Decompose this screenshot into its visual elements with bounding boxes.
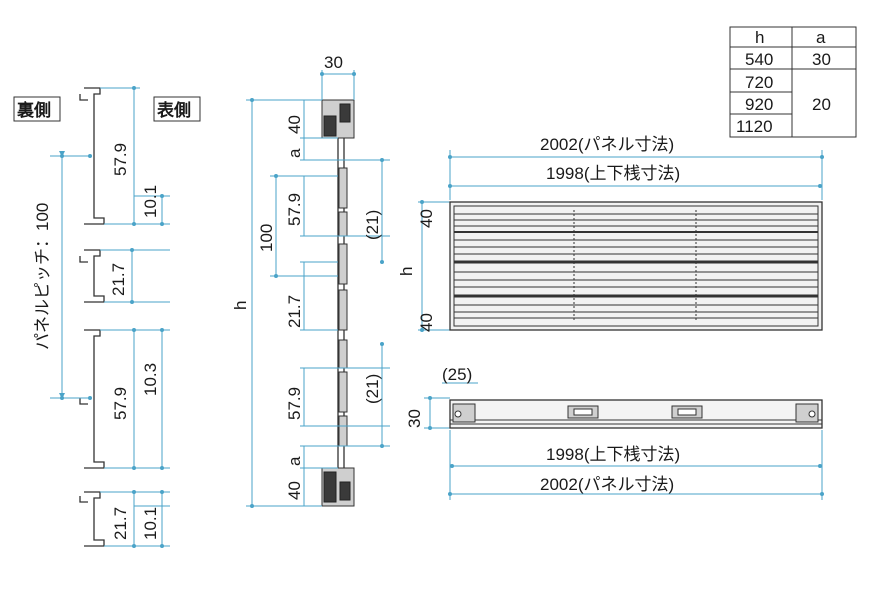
front-panel-width: 2002(パネル寸法) — [540, 135, 674, 154]
table-header-h: h — [755, 28, 764, 47]
side-pitch: 100 — [257, 224, 276, 252]
front-height: h — [397, 267, 416, 276]
front-rail-width: 1998(上下桟寸法) — [546, 164, 680, 183]
bottom-frame-channel — [323, 471, 337, 503]
back-side-label: 裏側 — [16, 100, 51, 121]
side-blades — [338, 167, 348, 447]
dim-bottom-right: 10.1 — [141, 507, 160, 540]
plan-offset: (25) — [442, 365, 472, 384]
top-frame-channel — [323, 115, 337, 137]
table-h-540: 540 — [745, 50, 773, 69]
louver-profile-3 — [84, 329, 105, 469]
plan-dimension-dots — [428, 396, 824, 496]
side-a-top: a — [285, 148, 304, 158]
table-h-720: 720 — [745, 73, 773, 92]
size-table: h a 540 720 920 1120 30 20 — [729, 26, 857, 138]
plan-view: (25) 30 1998(上下桟寸法) 2002(パネル寸法) — [405, 365, 824, 500]
profile-dimension-dots — [60, 86, 164, 548]
front-panel-outline — [449, 201, 823, 331]
louver-lip-4 — [79, 496, 88, 503]
side-bottom-frame: 40 — [285, 481, 304, 500]
side-upper-gap: (21) — [363, 210, 382, 240]
table-h-1120: 1120 — [736, 117, 773, 136]
front-bottom-frame: 40 — [417, 313, 436, 332]
louver-profile-4 — [84, 491, 105, 547]
front-hidden-lines — [573, 210, 697, 322]
side-width: 30 — [324, 53, 343, 72]
back-side-label-box — [13, 96, 61, 122]
dim-mid-right: 10.3 — [141, 363, 160, 396]
profile-section: 裏側 表側 — [13, 86, 201, 548]
front-side-label-box — [153, 96, 201, 122]
table-h-920: 920 — [745, 95, 773, 114]
front-top-frame: 40 — [417, 209, 436, 228]
front-panel-inner — [453, 205, 819, 327]
dim-gap-2: 21.7 — [111, 507, 130, 540]
louver-lip-3 — [79, 398, 88, 405]
side-section: 30 40 a 100 57.9 (21) 21.7 57.9 (21) a 4… — [231, 53, 390, 508]
front-dimension-lines — [418, 150, 823, 331]
side-lower-gap: (21) — [363, 374, 382, 404]
dim-gap-1: 21.7 — [109, 263, 128, 296]
side-height: h — [231, 301, 250, 310]
side-gap: 21.7 — [285, 295, 304, 328]
louver-lip-2 — [79, 256, 88, 263]
plan-left-bracket — [452, 403, 476, 423]
louver-profile-2 — [84, 249, 105, 303]
front-slats — [454, 213, 818, 319]
table-header-a: a — [816, 28, 826, 47]
front-side-label: 表側 — [157, 100, 191, 121]
bottom-frame-core — [339, 481, 351, 501]
profile-dimension-lines — [59, 88, 163, 546]
plan-depth: 30 — [405, 409, 424, 428]
side-dimension-dots — [250, 72, 384, 508]
louver-profile-1 — [84, 87, 105, 225]
side-lower-flat: 57.9 — [285, 387, 304, 420]
plan-rail-width: 1998(上下桟寸法) — [546, 445, 680, 464]
dim-mid-left: 57.9 — [111, 387, 130, 420]
front-dimension-dots — [420, 155, 824, 332]
side-upper-flat: 57.9 — [285, 193, 304, 226]
front-view: 2002(パネル寸法) 1998(上下桟寸法) 40 40 h — [397, 135, 824, 332]
table-a-20: 20 — [812, 95, 831, 114]
top-frame-core — [339, 103, 351, 123]
side-a-bottom: a — [285, 456, 304, 466]
plan-rail — [449, 399, 823, 429]
profile-extension-lines — [50, 87, 170, 547]
dim-top-right: 10.1 — [141, 185, 160, 218]
side-extension-lines — [246, 70, 390, 507]
dim-top-left: 57.9 — [111, 143, 130, 176]
panel-pitch-label: パネルピッチ：100 — [33, 203, 52, 350]
plan-panel-width: 2002(パネル寸法) — [540, 475, 674, 494]
side-top-frame: 40 — [285, 115, 304, 134]
louver-lip-1 — [79, 94, 88, 101]
table-a-30: 30 — [812, 50, 831, 69]
plan-right-bracket — [795, 403, 819, 423]
